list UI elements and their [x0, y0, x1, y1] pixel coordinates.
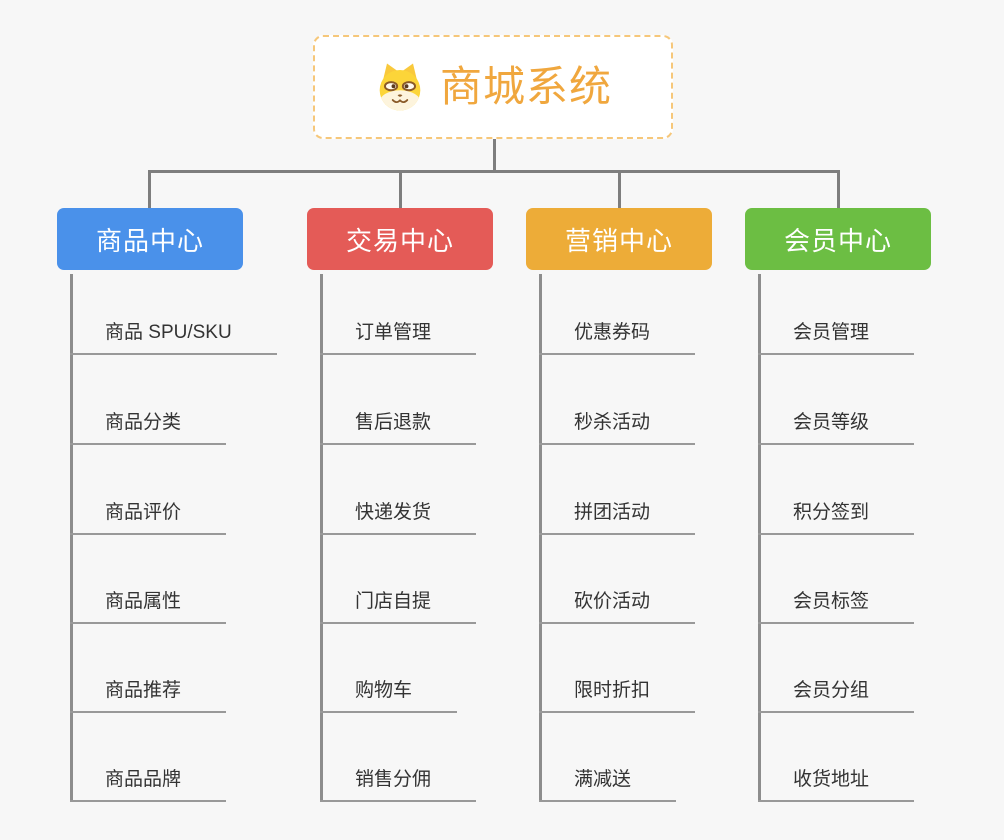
branch-node-2[interactable]: 交易中心 — [307, 208, 493, 270]
branch-node-3[interactable]: 营销中心 — [526, 208, 712, 270]
leaf-node[interactable]: 门店自提 — [320, 588, 477, 624]
leaf-node[interactable]: 商品属性 — [70, 588, 227, 624]
leaf-node[interactable]: 会员分组 — [758, 677, 915, 713]
connector-horizontal — [148, 170, 840, 173]
leaf-column-line — [758, 274, 761, 802]
leaf-column-line — [320, 274, 323, 802]
leaf-node[interactable]: 商品品牌 — [70, 766, 227, 802]
branch-node-4[interactable]: 会员中心 — [745, 208, 931, 270]
leaf-column-3: 优惠券码秒杀活动拼团活动砍价活动限时折扣满减送 — [526, 274, 776, 804]
connector-drop-2 — [399, 170, 402, 208]
connector-drop-4 — [837, 170, 840, 208]
dog-face-icon — [379, 63, 421, 111]
leaf-node[interactable]: 商品 SPU/SKU — [70, 319, 277, 355]
branch-label: 交易中心 — [345, 225, 454, 256]
branch-label: 营销中心 — [564, 225, 673, 256]
leaf-node[interactable]: 积分签到 — [758, 499, 915, 535]
leaf-node[interactable]: 购物车 — [320, 677, 458, 713]
branch-label: 商品中心 — [95, 225, 204, 256]
leaf-node[interactable]: 会员管理 — [758, 319, 915, 355]
leaf-column-line — [539, 274, 542, 802]
leaf-column-1: 商品 SPU/SKU 商品分类商品评价商品属性商品推荐商品品牌 — [57, 274, 307, 804]
branch-node-1[interactable]: 商品中心 — [57, 208, 243, 270]
leaf-node[interactable]: 商品推荐 — [70, 677, 227, 713]
connector-drop-3 — [618, 170, 621, 208]
leaf-node[interactable]: 订单管理 — [320, 319, 477, 355]
leaf-column-4: 会员管理会员等级积分签到会员标签会员分组收货地址 — [745, 274, 995, 804]
leaf-node[interactable]: 秒杀活动 — [539, 409, 696, 445]
root-node-mall-system[interactable]: 商城系统 — [313, 35, 673, 139]
leaf-node[interactable]: 收货地址 — [758, 766, 915, 802]
leaf-node[interactable]: 售后退款 — [320, 409, 477, 445]
leaf-node[interactable]: 满减送 — [539, 766, 677, 802]
leaf-node[interactable]: 会员标签 — [758, 588, 915, 624]
leaf-node[interactable]: 限时折扣 — [539, 677, 696, 713]
root-title: 商城系统 — [439, 63, 612, 110]
leaf-column-2: 订单管理售后退款快递发货门店自提购物车销售分佣 — [307, 274, 557, 804]
leaf-node[interactable]: 销售分佣 — [320, 766, 477, 802]
leaf-node[interactable]: 商品评价 — [70, 499, 227, 535]
leaf-node[interactable]: 优惠券码 — [539, 319, 696, 355]
connector-root-stub — [493, 139, 496, 171]
leaf-node[interactable]: 会员等级 — [758, 409, 915, 445]
leaf-node[interactable]: 拼团活动 — [539, 499, 696, 535]
leaf-node[interactable]: 商品分类 — [70, 409, 227, 445]
branch-label: 会员中心 — [783, 225, 892, 256]
leaf-node[interactable]: 快递发货 — [320, 499, 477, 535]
leaf-column-line — [70, 274, 73, 802]
leaf-node[interactable]: 砍价活动 — [539, 588, 696, 624]
connector-drop-1 — [148, 170, 151, 208]
